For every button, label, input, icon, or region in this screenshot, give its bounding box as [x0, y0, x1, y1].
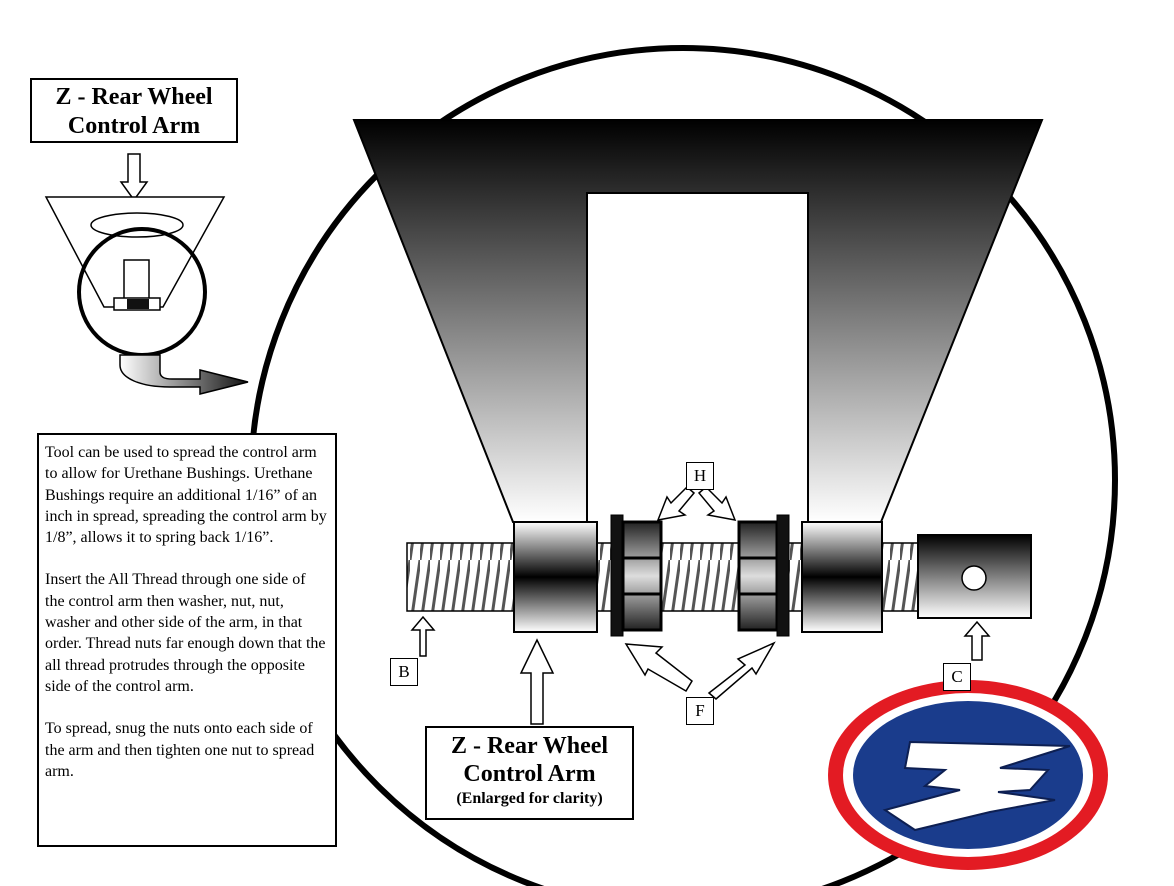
end-block — [917, 534, 1032, 619]
all-thread-left — [406, 542, 515, 612]
arrow-c — [963, 620, 991, 661]
instructions-box: Tool can be used to spread the control a… — [37, 433, 337, 847]
part-label-c: C — [943, 663, 971, 691]
header-label-box: Z - Rear Wheel Control Arm — [30, 78, 238, 143]
arrow-f-left — [624, 643, 693, 693]
arrow-f-right — [707, 641, 776, 700]
part-label-f: F — [686, 697, 714, 725]
arm-bushing-right — [801, 521, 883, 633]
overview-thumbnail — [44, 153, 249, 395]
instructions-paragraph-1: Tool can be used to spread the control a… — [45, 444, 327, 547]
arrow-b — [410, 615, 436, 657]
nut-washer-left — [610, 514, 663, 637]
instructions-paragraph-2: Insert the All Thread through one side o… — [45, 571, 326, 695]
arrow-h-left — [656, 485, 696, 521]
instructions-paragraph-3: To spread, snug the nuts onto each side … — [45, 720, 315, 780]
center-label-box: Z - Rear Wheel Control Arm (Enlarged for… — [425, 726, 634, 820]
center-label-line2: Control Arm — [463, 761, 596, 787]
part-label-b: B — [390, 658, 418, 686]
center-label-line1: Z - Rear Wheel — [450, 733, 609, 759]
arm-bushing-left — [513, 521, 598, 633]
arrow-center-label — [519, 638, 555, 725]
all-thread-right — [880, 542, 920, 612]
nut-washer-right — [737, 514, 790, 637]
z-logo — [828, 680, 1108, 870]
part-label-h: H — [686, 462, 714, 490]
header-label-line2: Control Arm — [67, 113, 201, 139]
header-label-line1: Z - Rear Wheel — [55, 84, 213, 110]
center-label-note: (Enlarged for clarity) — [456, 790, 603, 807]
arrow-h-right — [697, 485, 737, 521]
